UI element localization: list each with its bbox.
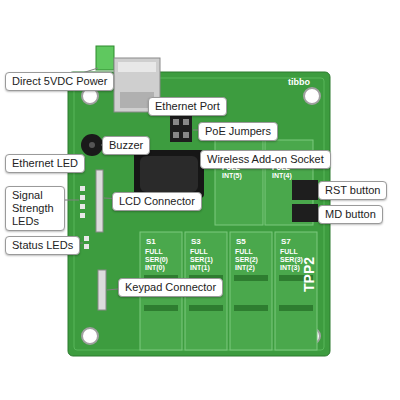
callout-box: Status LEDs (5, 236, 80, 255)
board-silkscreen: FULL SER(1) INT(1) (190, 248, 224, 272)
board-silkscreen: FULL INT(4) (272, 164, 302, 180)
callout-text: Direct 5VDC Power (12, 75, 107, 88)
board-silkscreen: S7 (281, 237, 291, 246)
board-silkscreen: FULL SER(0) INT(0) (145, 248, 179, 272)
callout-box: PoE Jumpers (198, 122, 278, 141)
callout-text: LCD Connector (119, 195, 195, 208)
callout-text: Buzzer (109, 139, 143, 152)
callout-box: Keypad Connector (118, 278, 223, 297)
callout-box: Buzzer (102, 136, 150, 155)
board-silkscreen: S3 (191, 237, 201, 246)
callout-text: Ethernet Port (155, 100, 220, 113)
callout-box: Wireless Add-on Socket (200, 150, 331, 169)
callout-box: Direct 5VDC Power (5, 72, 114, 91)
callout-box: RST button (318, 181, 387, 200)
board-silkscreen: TPP2 (302, 257, 317, 292)
callout-text: MD button (325, 208, 376, 221)
callout-text: Ethernet LED (12, 157, 78, 170)
callout-text: Status LEDs (12, 239, 73, 252)
callout-box: MD button (318, 205, 383, 224)
board-silkscreen: tibbo (288, 77, 310, 87)
board-silkscreen: FULL SER(3) INT(3) (280, 248, 314, 272)
callout-text: Signal Strength LEDs (12, 189, 58, 228)
board-silkscreen: FULL INT(5) (222, 164, 252, 180)
callout-text: PoE Jumpers (205, 125, 271, 138)
callout-box: Ethernet LED (5, 154, 85, 173)
board-silkscreen: S5 (236, 237, 246, 246)
callout-text: Keypad Connector (125, 281, 216, 294)
callout-text: RST button (325, 184, 380, 197)
board-silkscreen: S1 (146, 237, 156, 246)
board-silkscreen: FULL SER(2) INT(2) (235, 248, 269, 272)
callout-box: Signal Strength LEDs (5, 186, 65, 231)
callout-box: Ethernet Port (148, 97, 227, 116)
callout-box: LCD Connector (112, 192, 202, 211)
